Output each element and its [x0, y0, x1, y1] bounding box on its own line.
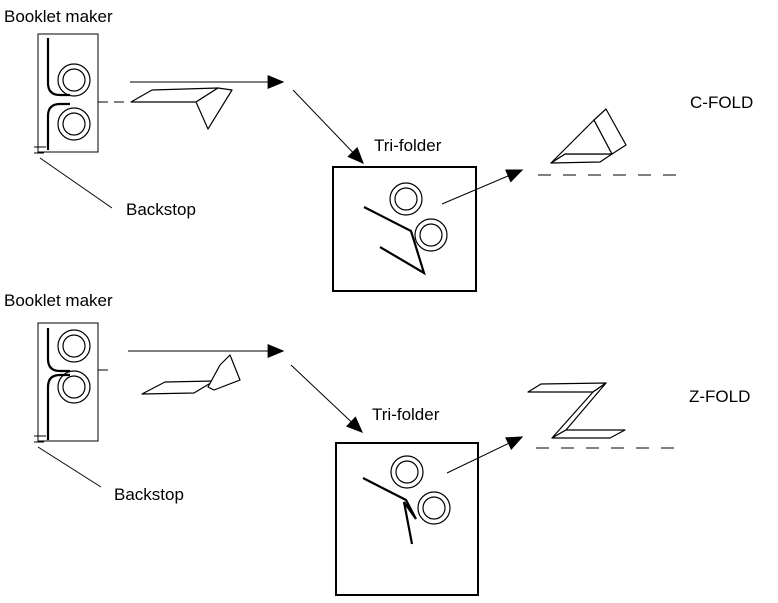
backstop-leader — [37, 446, 102, 488]
booklet-maker-unit — [34, 322, 108, 443]
booklet-maker-unit — [34, 33, 124, 154]
tri-folder-unit — [335, 442, 479, 596]
booklet-maker-label: Booklet maker — [4, 7, 113, 26]
backstop-label: Backstop — [114, 485, 184, 504]
output-arrow — [446, 436, 524, 474]
tri-folder-unit — [332, 166, 477, 292]
z-fold-sheet — [527, 382, 626, 439]
tri-folder-label: Tri-folder — [372, 405, 440, 424]
partially-folded-sheet — [141, 354, 241, 395]
z-fold-section: Booklet maker Backstop Tri-folder — [4, 291, 750, 596]
partially-folded-sheet — [130, 87, 233, 130]
backstop-label: Backstop — [126, 200, 196, 219]
backstop-leader — [39, 157, 113, 209]
booklet-maker-label: Booklet maker — [4, 291, 113, 310]
transfer-arrow — [290, 364, 364, 433]
tri-folder-label: Tri-folder — [374, 136, 442, 155]
transfer-arrow — [292, 89, 364, 165]
c-fold-sheet — [550, 108, 627, 164]
c-fold-label: C-FOLD — [690, 93, 753, 112]
z-fold-label: Z-FOLD — [689, 387, 750, 406]
c-fold-section: Booklet maker Backstop Tri-folder — [4, 7, 753, 292]
output-arrow — [441, 169, 524, 205]
